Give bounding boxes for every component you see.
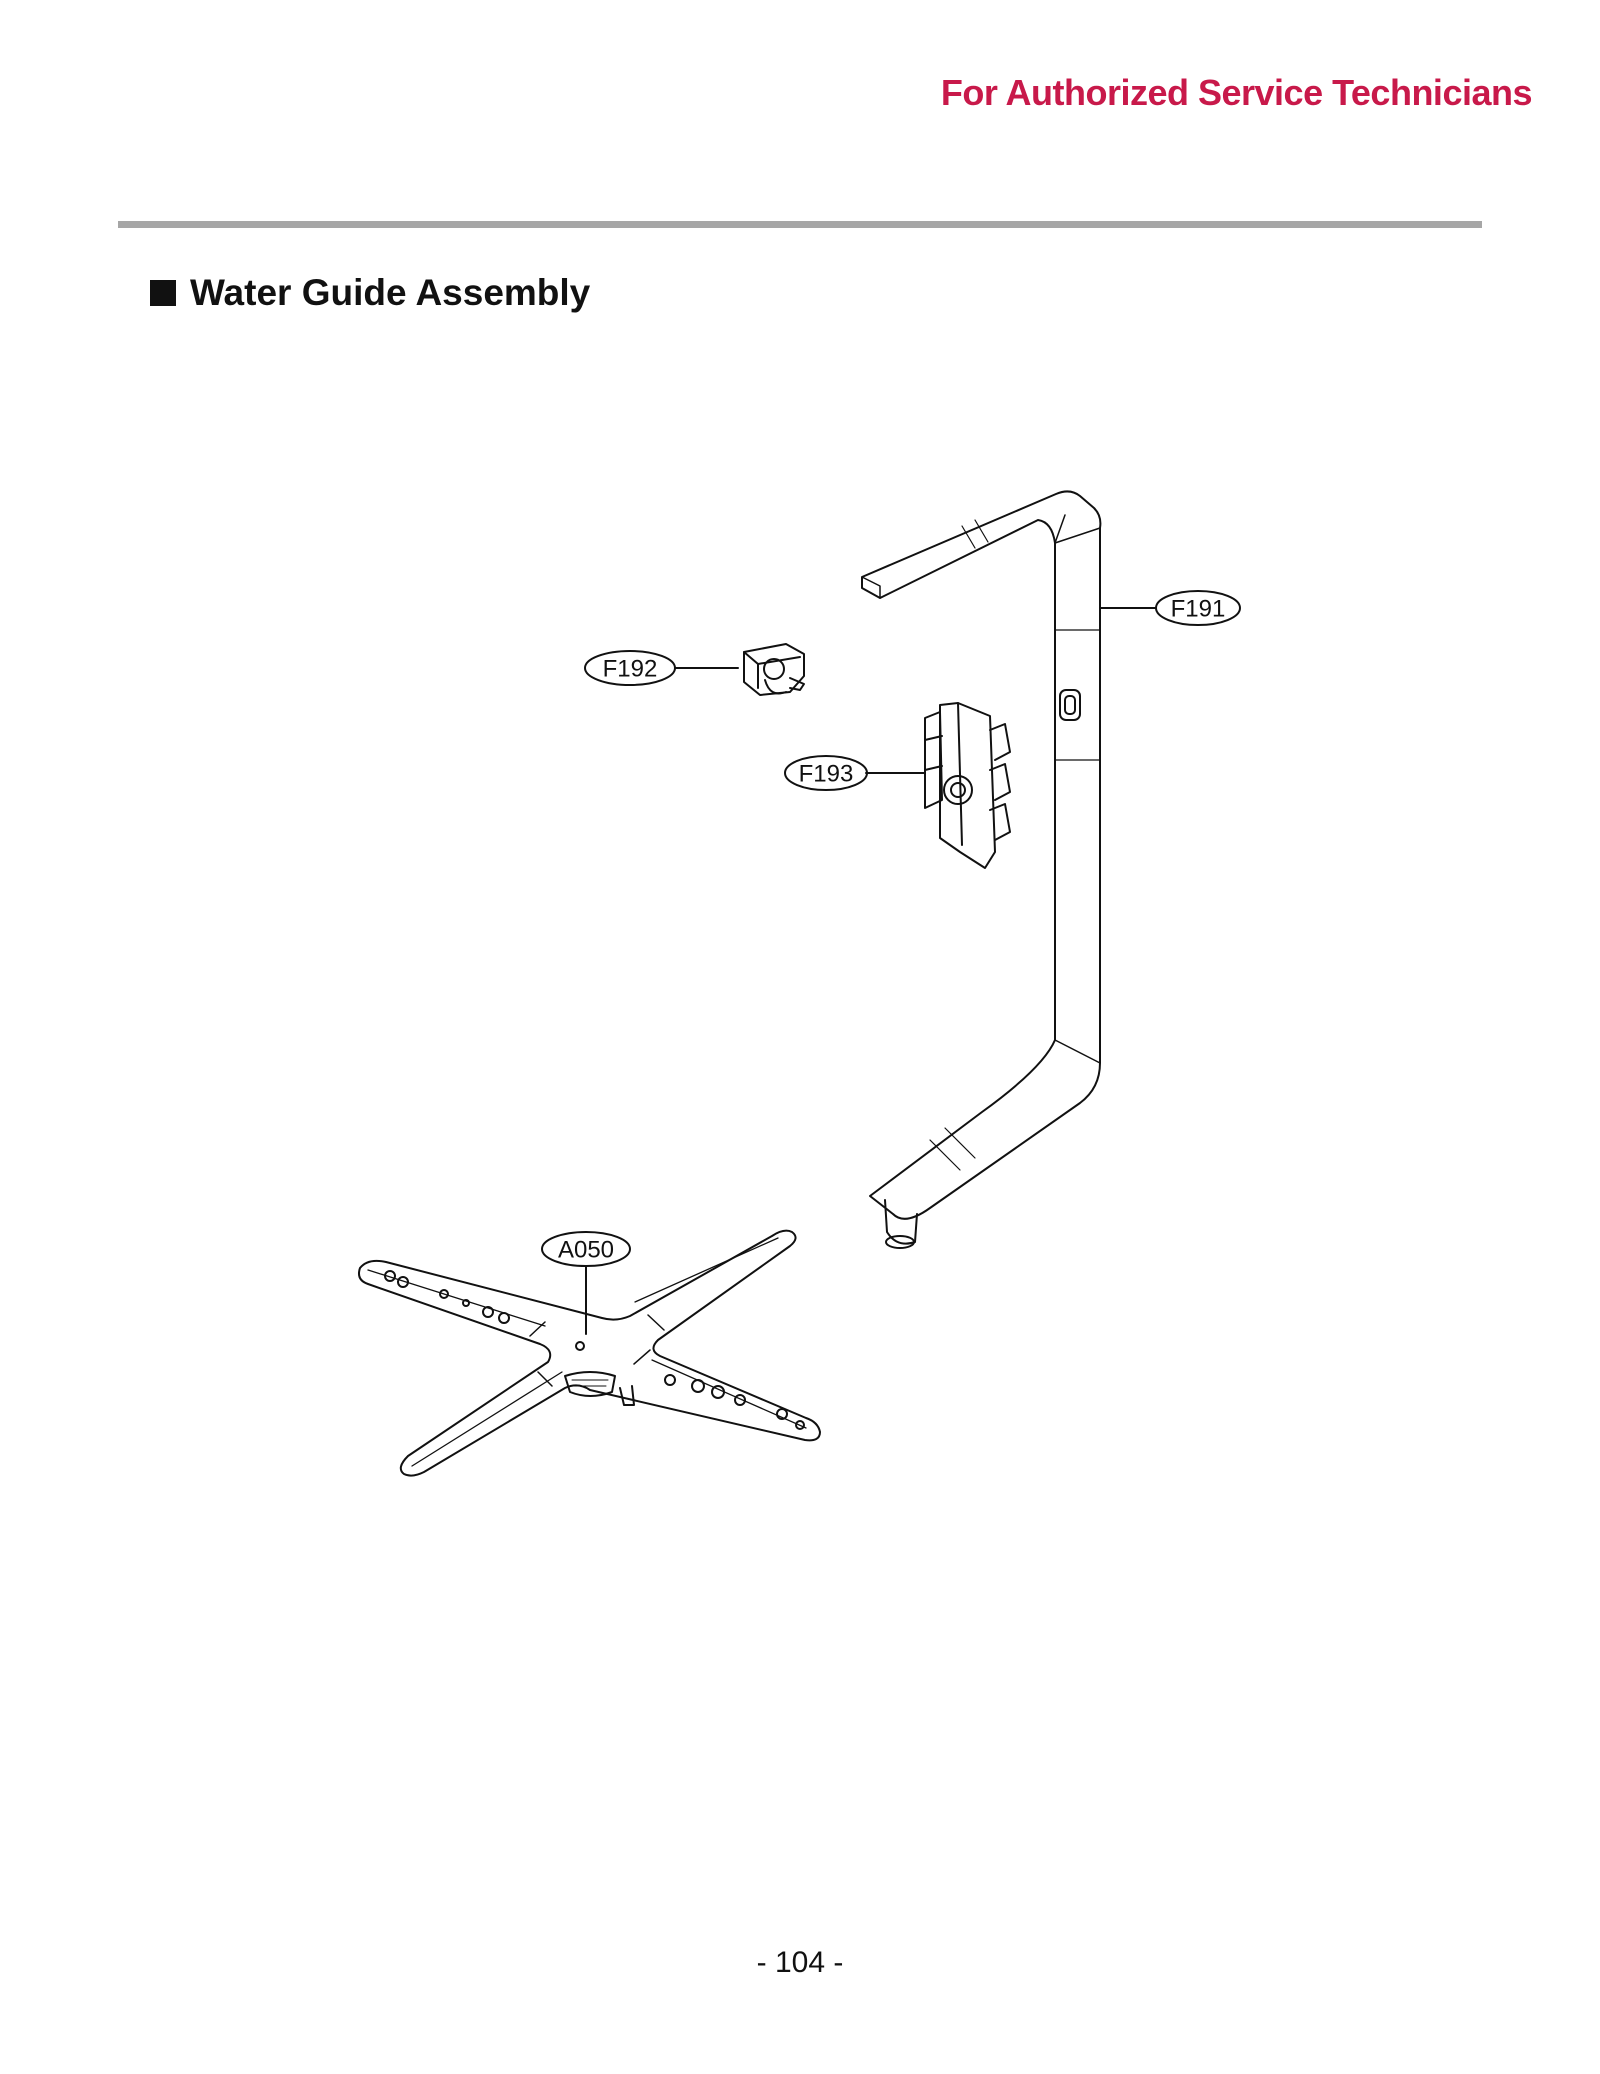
section-title: Water Guide Assembly [150, 272, 590, 314]
callout-ellipse-f193 [784, 755, 868, 791]
square-bullet-icon [150, 280, 176, 306]
section-title-text: Water Guide Assembly [190, 272, 591, 313]
callout-ellipse-a050 [541, 1231, 631, 1267]
callout-f191: F191 [1171, 596, 1226, 623]
callout-f193: F193 [799, 761, 854, 788]
diverter-valve [743, 643, 805, 696]
header-note: For Authorized Service Technicians [940, 72, 1533, 113]
header-rule [118, 221, 1482, 228]
callout-a050: A050 [558, 1237, 614, 1264]
page-number: - 104 - [756, 1946, 844, 1979]
spray-arm [358, 1229, 821, 1477]
water-guide-pipe [861, 490, 1102, 1249]
callout-f192: F192 [603, 656, 658, 683]
callout-ellipse-f192 [584, 650, 676, 686]
manifold-bracket [924, 702, 1011, 869]
callout-ellipse-f191 [1155, 590, 1241, 626]
